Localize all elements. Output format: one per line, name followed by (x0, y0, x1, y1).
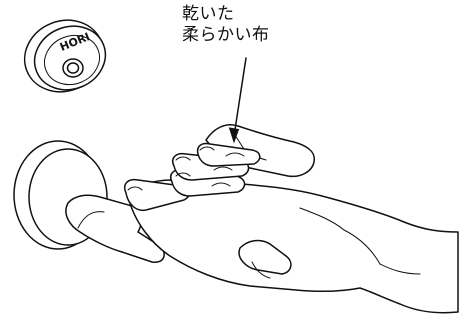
callout-line-2: 柔らかい布 (182, 25, 270, 45)
callout-leader (228, 57, 247, 144)
reader-sensor (62, 58, 84, 78)
lever-handle (65, 194, 165, 263)
arrowhead-icon (228, 127, 240, 144)
hand (124, 142, 459, 314)
callout-line-1: 乾いた (182, 4, 235, 24)
card-reader: HORI (23, 19, 107, 93)
cloth-callout: 乾いた 柔らかい布 (182, 4, 270, 46)
